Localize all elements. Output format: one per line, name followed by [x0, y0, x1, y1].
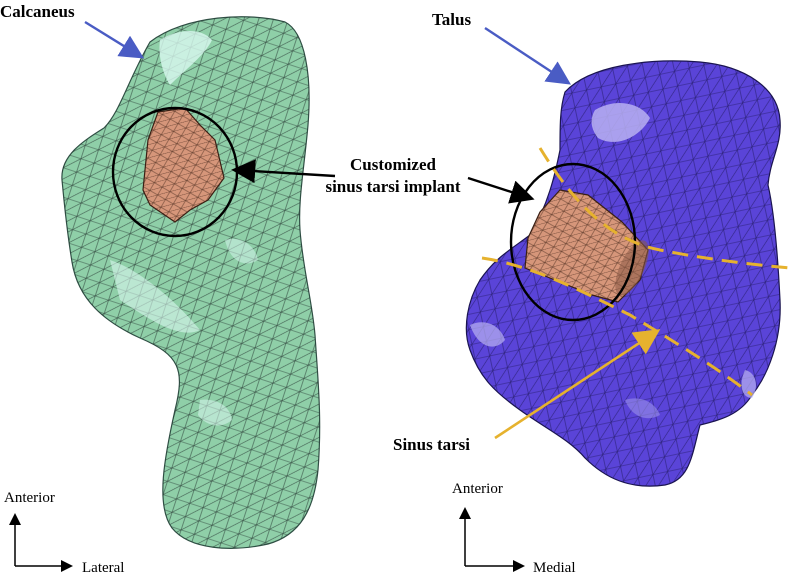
axis-right-anterior-label: Anterior — [452, 481, 503, 497]
implant-pointer-arrow-left — [231, 159, 336, 184]
talus-label: Talus — [432, 10, 471, 29]
sinus-tarsi-label: Sinus tarsi — [393, 435, 470, 454]
axis-left-lateral-label: Lateral — [82, 560, 124, 575]
talus-highlight — [591, 103, 650, 142]
axes-left: Anterior Lateral — [4, 490, 124, 575]
calcaneus-highlight — [159, 30, 212, 85]
sinus-tarsi-guides — [481, 147, 791, 397]
talus-implant — [524, 189, 649, 303]
axes-right: Anterior Medial — [452, 481, 576, 575]
calcaneus-implant — [142, 107, 225, 223]
axis-left-anterior-label: Anterior — [4, 490, 55, 506]
implant-pointer-arrow-right — [467, 176, 535, 204]
axis-right-medial-label: Medial — [533, 560, 576, 575]
calcaneus-pointer-arrow — [84, 20, 145, 59]
implant-label-line1: Customized — [350, 155, 436, 174]
guide-line-lower — [481, 256, 753, 397]
talus-pointer-arrow — [484, 26, 572, 85]
sinus-tarsi-pointer-arrow — [494, 329, 661, 440]
calcaneus-bone — [61, 16, 321, 549]
implant-label-line2: sinus tarsi implant — [325, 177, 460, 196]
calcaneus-label: Calcaneus — [0, 2, 75, 21]
guide-line-upper — [538, 147, 791, 270]
